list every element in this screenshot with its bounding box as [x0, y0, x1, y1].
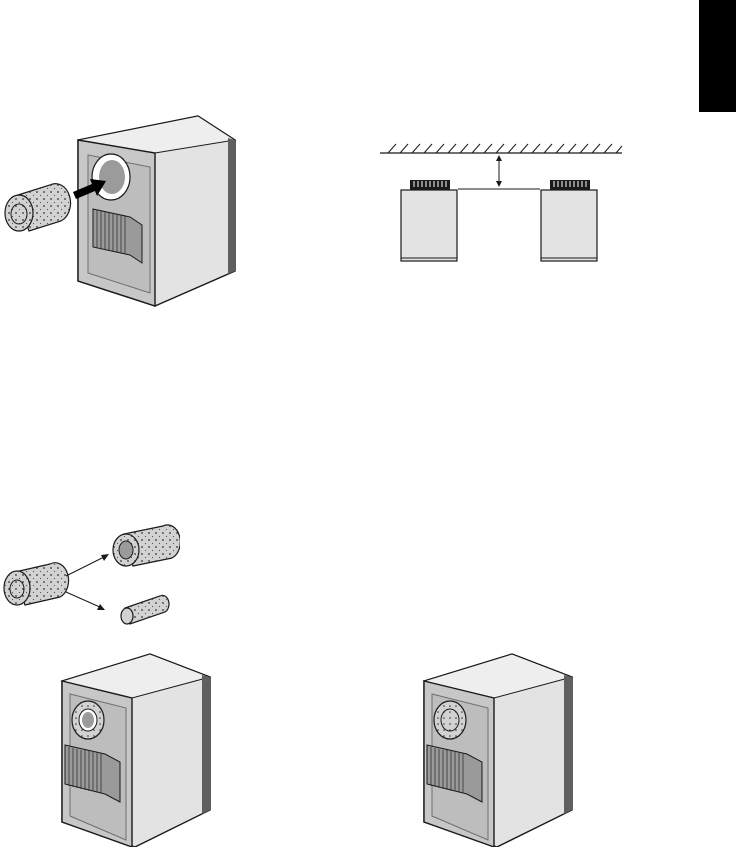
port-plug-icon [434, 701, 466, 739]
speaker-with-ring-installed-figure [50, 650, 220, 847]
speaker-cabinet-icon [62, 654, 210, 847]
port-ring-icon [72, 701, 104, 739]
inner-rod-icon [121, 595, 169, 624]
language-tab [699, 0, 736, 112]
wall-hatch-icon [380, 144, 622, 153]
wall-distance-figure [370, 140, 630, 268]
speaker-cabinet-icon [78, 116, 235, 306]
split-arrow-icon [66, 554, 109, 610]
speaker-top-view-icon [541, 180, 597, 261]
distance-arrow-icon [458, 155, 540, 189]
outer-ring-icon [113, 525, 180, 566]
foam-plug-separation-figure [0, 524, 180, 630]
speaker-with-plug-installed-figure [412, 650, 582, 847]
foam-plug-icon [4, 563, 69, 605]
foam-plug-insertion-figure [0, 113, 240, 313]
speaker-cabinet-icon [424, 654, 572, 847]
speaker-top-view-icon [401, 180, 457, 261]
foam-plug-icon [5, 184, 71, 231]
